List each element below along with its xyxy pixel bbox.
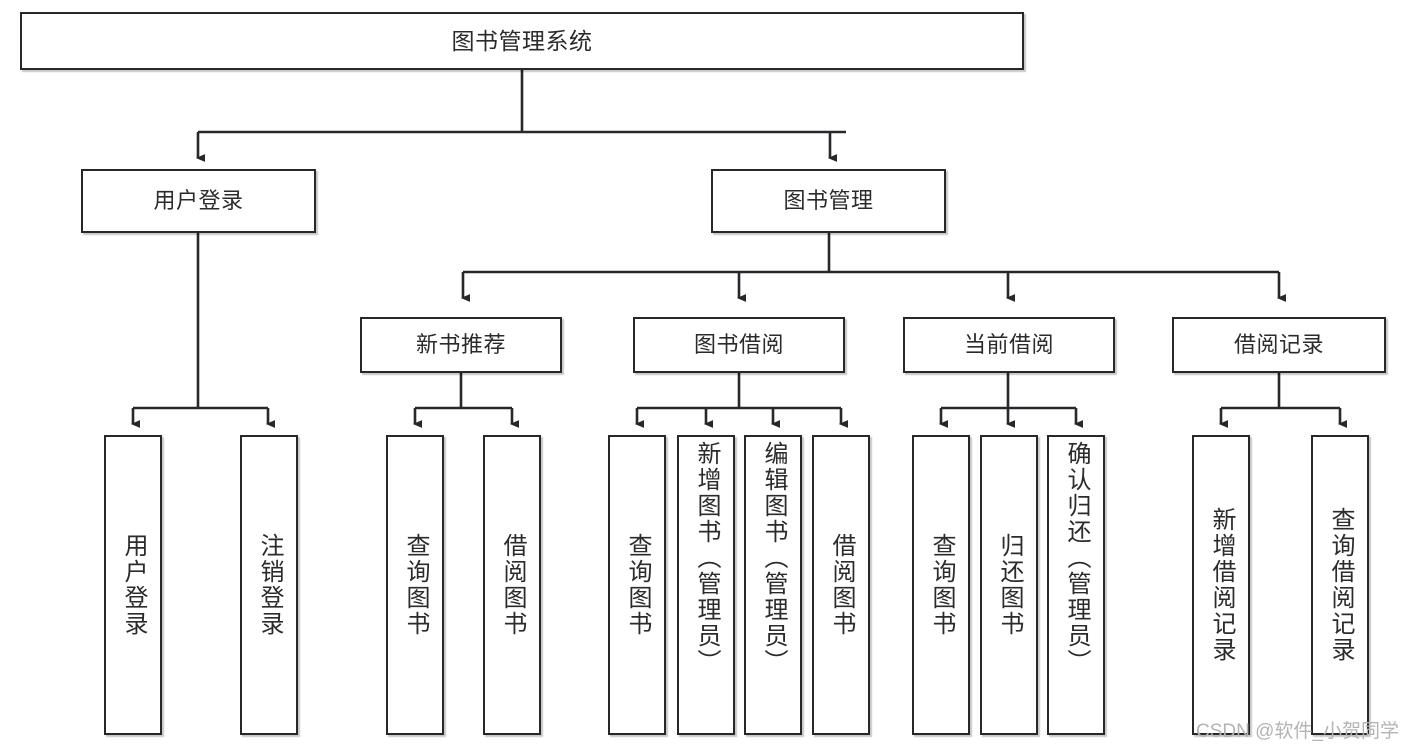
node-label: 新书推荐	[415, 332, 506, 358]
node-label: 借阅图书	[828, 533, 855, 637]
leaf-borrow-add-book-admin[interactable]: 新增图书（管理员）	[677, 435, 735, 735]
csdn-watermark: CSDN @软件_小贺同学	[1196, 721, 1399, 742]
node-label: 注销登录	[256, 533, 283, 637]
node-label: 查询图书	[928, 533, 955, 637]
leaf-user-login[interactable]: 用户登录	[104, 435, 162, 735]
node-label: 新增图书（管理员）	[693, 441, 720, 675]
leaf-borrow-borrow-book[interactable]: 借阅图书	[812, 435, 870, 735]
leaf-borrow-query-book[interactable]: 查询图书	[608, 435, 666, 735]
leaf-record-add[interactable]: 新增借阅记录	[1192, 435, 1250, 735]
node-label: 查询图书	[402, 533, 429, 637]
node-label: 确认归还（管理员）	[1063, 441, 1090, 675]
node-label: 用户登录	[153, 188, 244, 214]
node-label: 归还图书	[996, 533, 1023, 637]
leaf-current-query-book[interactable]: 查询图书	[912, 435, 970, 735]
node-label: 编辑图书（管理员）	[760, 441, 787, 675]
node-current-borrow[interactable]: 当前借阅	[903, 317, 1115, 373]
node-label: 查询借阅记录	[1327, 507, 1354, 663]
leaf-borrow-edit-book-admin[interactable]: 编辑图书（管理员）	[744, 435, 802, 735]
node-new-book-recommend[interactable]: 新书推荐	[360, 317, 562, 373]
node-label: 借阅记录	[1233, 332, 1324, 358]
node-label: 图书管理	[783, 188, 874, 214]
leaf-current-return-book[interactable]: 归还图书	[980, 435, 1038, 735]
node-label: 当前借阅	[963, 332, 1054, 358]
leaf-current-confirm-return-admin[interactable]: 确认归还（管理员）	[1047, 435, 1105, 735]
leaf-recommend-borrow-book[interactable]: 借阅图书	[483, 435, 541, 735]
node-borrow-record[interactable]: 借阅记录	[1172, 317, 1386, 373]
node-label: 图书管理系统	[451, 27, 593, 54]
node-label: 用户登录	[120, 533, 147, 637]
node-root-system[interactable]: 图书管理系统	[20, 12, 1024, 70]
node-label: 新增借阅记录	[1208, 507, 1235, 663]
leaf-user-logout[interactable]: 注销登录	[240, 435, 298, 735]
node-book-borrow[interactable]: 图书借阅	[633, 317, 845, 373]
node-user-login[interactable]: 用户登录	[81, 169, 316, 233]
node-label: 借阅图书	[499, 533, 526, 637]
leaf-recommend-query-book[interactable]: 查询图书	[386, 435, 444, 735]
node-label: 图书借阅	[693, 332, 784, 358]
node-book-management[interactable]: 图书管理	[711, 169, 946, 233]
leaf-record-query[interactable]: 查询借阅记录	[1311, 435, 1369, 735]
node-label: 查询图书	[624, 533, 651, 637]
